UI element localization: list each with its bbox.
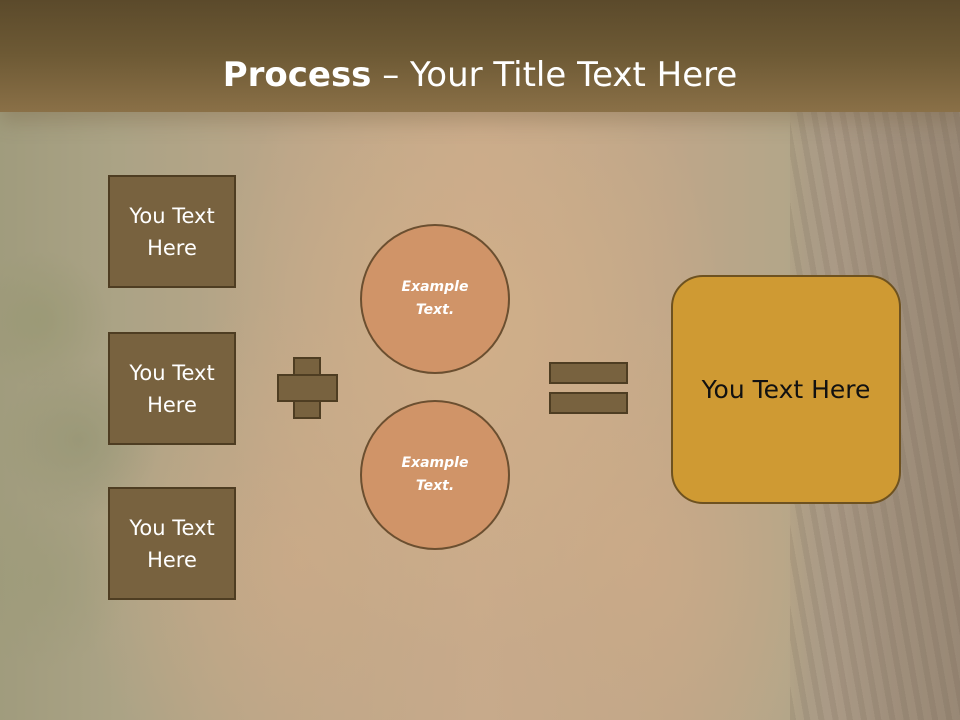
- title-bar: Process – Your Title Text Here: [0, 0, 960, 112]
- left-box-1-label: You Text Here: [129, 203, 215, 260]
- circle-1: Example Text.: [360, 224, 510, 374]
- result-box: You Text Here: [671, 275, 901, 504]
- equals-icon-top: [549, 362, 628, 384]
- title-rest: – Your Title Text Here: [371, 55, 738, 95]
- circle-2: Example Text.: [360, 400, 510, 550]
- left-box-2-label: You Text Here: [129, 360, 215, 417]
- left-box-2: You Text Here: [108, 332, 236, 445]
- left-box-3: You Text Here: [108, 487, 236, 600]
- left-box-3-label: You Text Here: [129, 515, 215, 572]
- title-bold: Process: [222, 55, 372, 95]
- result-label: You Text Here: [701, 375, 871, 404]
- circle-1-label: Example Text.: [401, 279, 469, 318]
- plus-icon-center: [295, 376, 319, 400]
- slide-title: Process – Your Title Text Here: [0, 53, 960, 97]
- circle-2-label: Example Text.: [401, 455, 469, 494]
- left-box-1: You Text Here: [108, 175, 236, 288]
- equals-icon-bottom: [549, 392, 628, 414]
